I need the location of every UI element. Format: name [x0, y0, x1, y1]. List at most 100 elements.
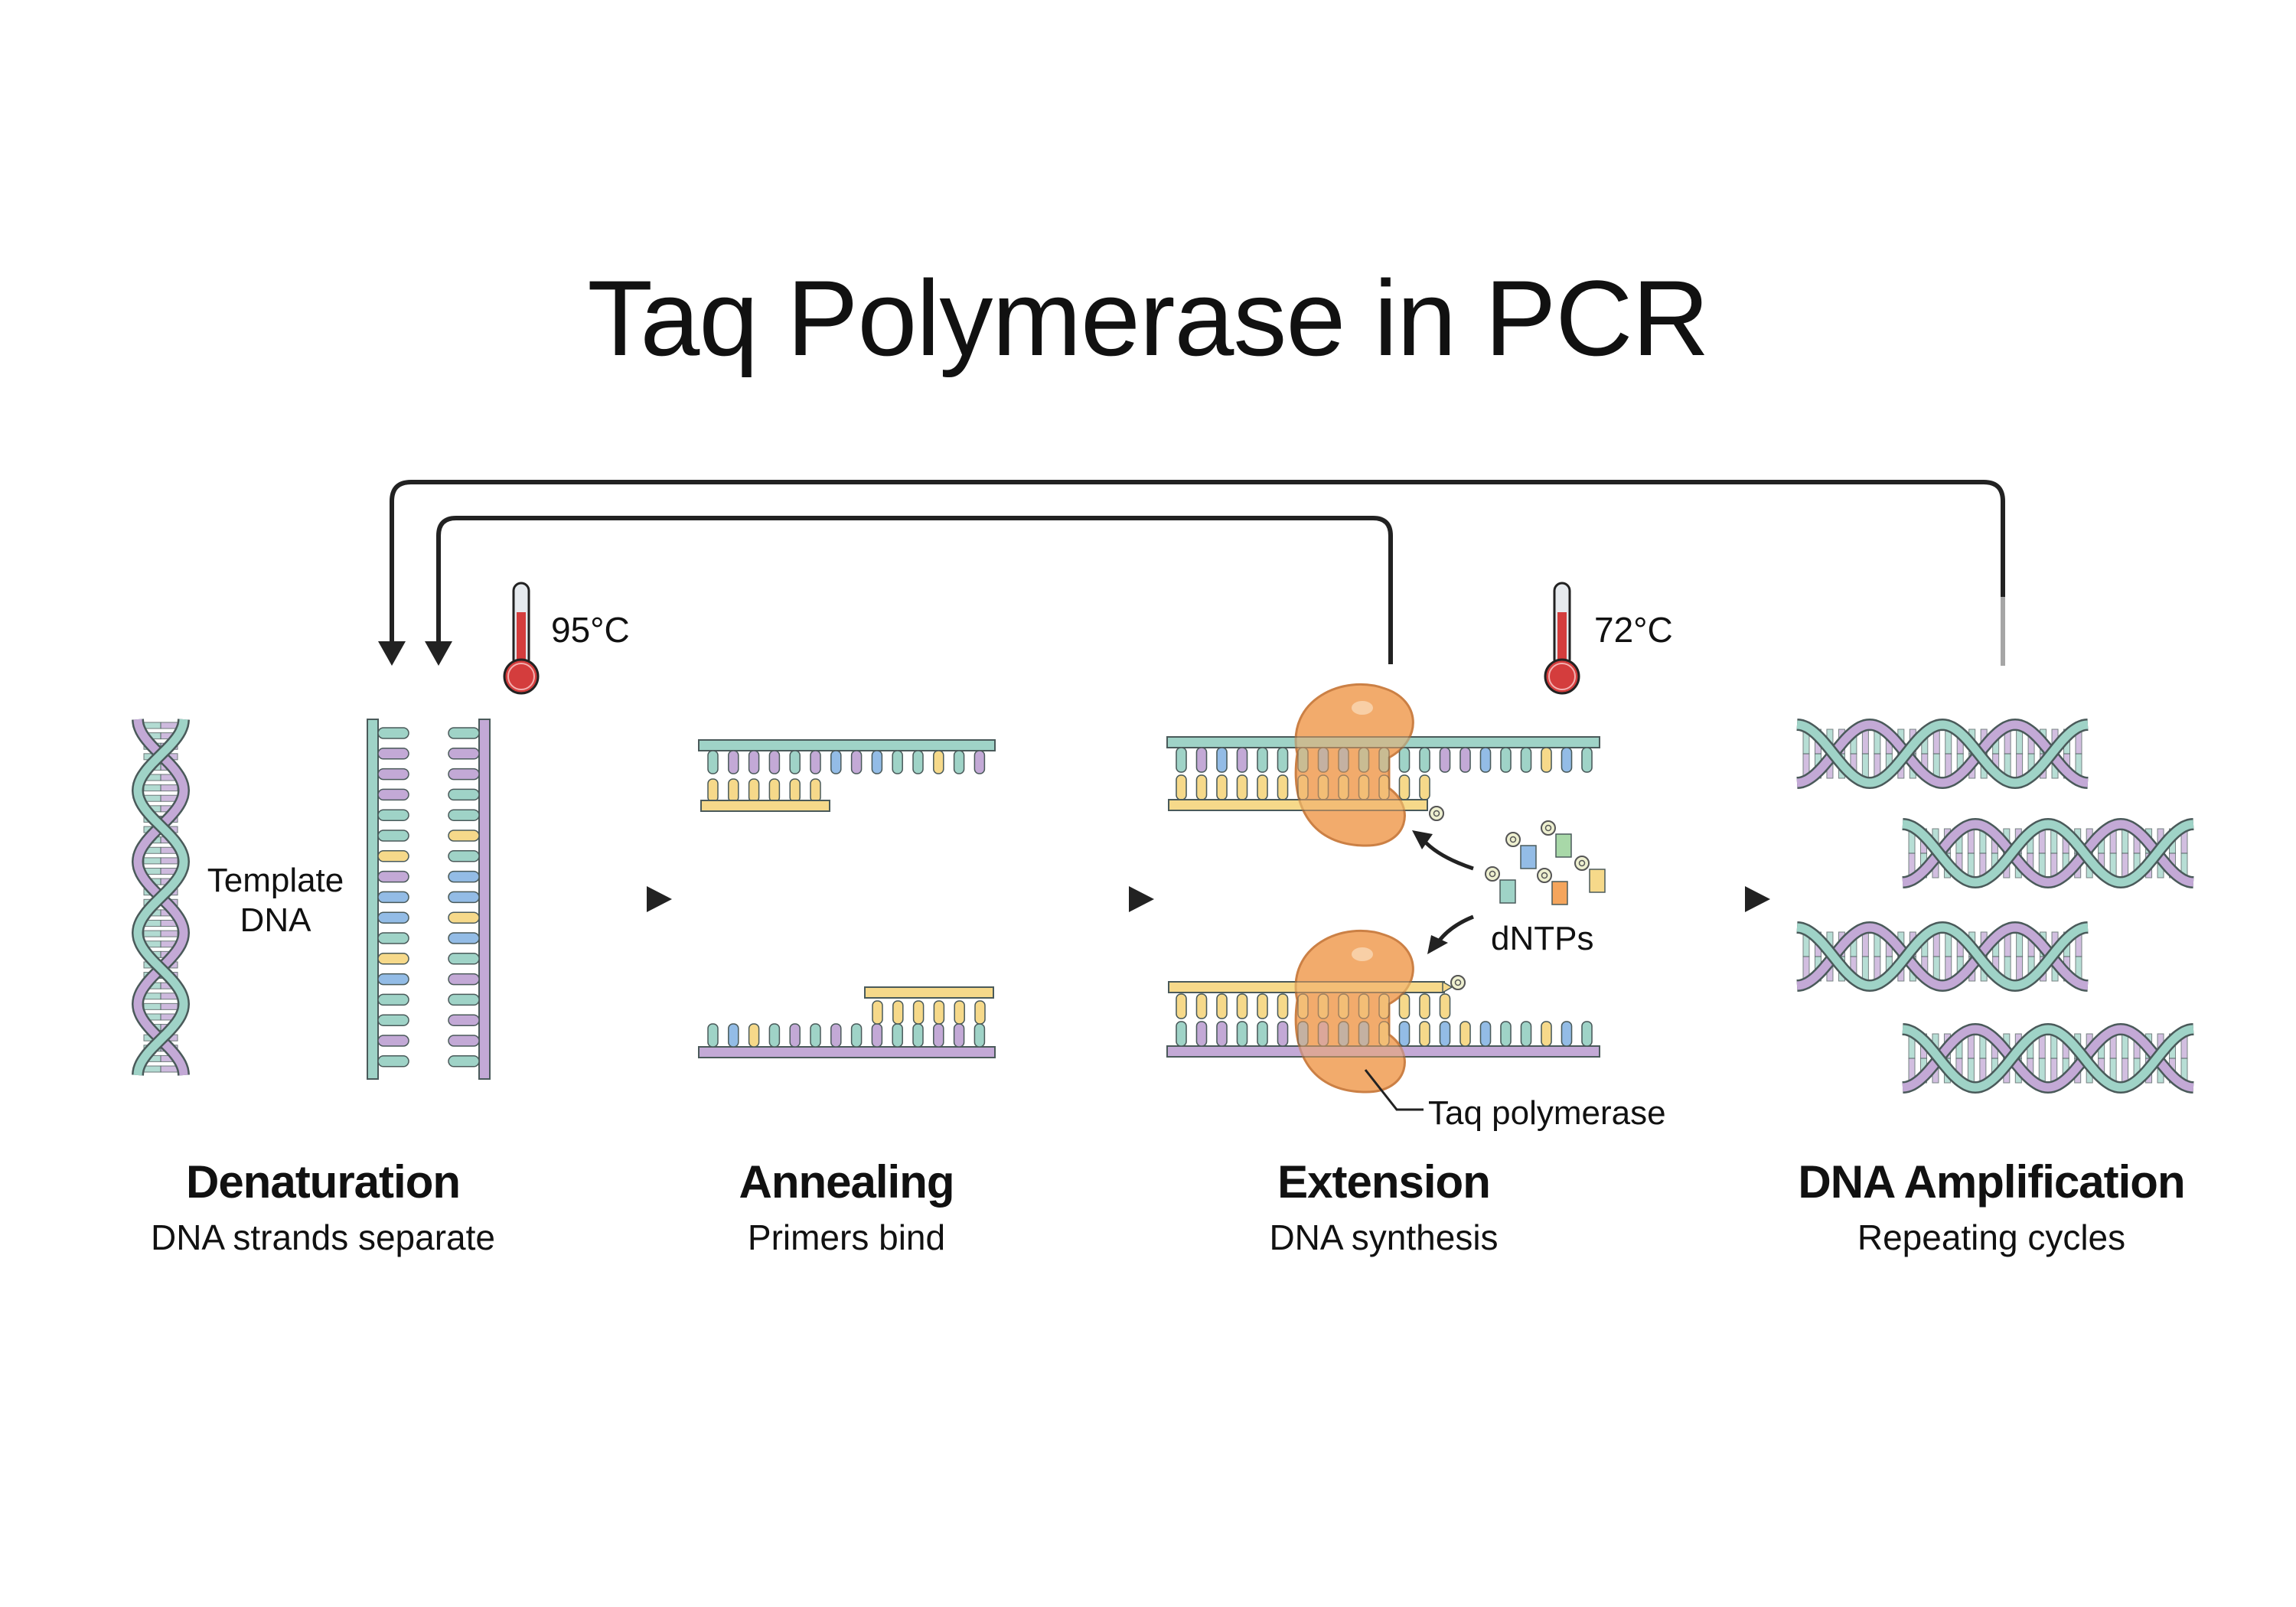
base	[1338, 747, 1349, 773]
page-title: Taq Polymerase in PCR	[587, 258, 1709, 378]
base	[1317, 993, 1329, 1019]
annealing-strands	[698, 739, 996, 1058]
base	[377, 1014, 409, 1026]
base	[872, 1000, 883, 1025]
amplified-dna-helices	[1796, 718, 2194, 1094]
purple-template-strand	[698, 1046, 996, 1058]
base	[974, 1023, 986, 1048]
taq-polymerase-leader	[1364, 1069, 1424, 1111]
cycle-return-arrow-outer	[378, 480, 2007, 670]
step-title-denaturation: Denaturation	[185, 1156, 461, 1208]
base	[1236, 747, 1248, 773]
base	[1317, 774, 1329, 800]
base	[892, 750, 903, 774]
base	[377, 727, 409, 739]
base	[377, 993, 409, 1006]
base	[448, 973, 480, 986]
base	[830, 750, 842, 774]
base	[1277, 1021, 1289, 1047]
base	[1195, 1021, 1208, 1047]
base	[1195, 774, 1208, 800]
base	[377, 809, 409, 821]
base-pair	[160, 930, 178, 937]
base	[1459, 1021, 1471, 1047]
base	[1176, 1021, 1187, 1047]
base	[1561, 1021, 1573, 1047]
base	[1277, 747, 1289, 773]
base	[953, 1023, 965, 1048]
base	[810, 1023, 821, 1048]
base-pair	[2122, 828, 2129, 854]
template-dna-label-line2: DNA	[240, 901, 311, 939]
base	[1195, 747, 1208, 773]
base	[1500, 1021, 1512, 1047]
denaturation-temperature: 95°C	[551, 610, 630, 650]
base	[448, 748, 480, 760]
base	[1277, 747, 1289, 773]
base	[1561, 1021, 1573, 1047]
base	[377, 891, 409, 904]
base-pair	[143, 857, 161, 865]
base	[768, 750, 781, 774]
base	[728, 1023, 739, 1048]
base	[1541, 747, 1552, 773]
taq-polymerase-label: Taq polymerase	[1428, 1094, 1666, 1132]
base	[1277, 774, 1289, 800]
base-pair	[160, 1065, 178, 1073]
teal-backbone	[1796, 720, 2089, 787]
base-pair	[1967, 828, 1975, 854]
dntp-arrow-down	[1427, 914, 1474, 954]
base	[377, 870, 409, 883]
base	[1419, 747, 1430, 773]
phosphate	[1429, 806, 1444, 821]
base	[377, 788, 409, 801]
arrow-right-icon	[1010, 886, 1154, 912]
base	[1581, 1021, 1593, 1047]
step-subtitle-annealing: Primers bind	[747, 1217, 946, 1257]
base	[448, 911, 480, 924]
base-pair	[1967, 852, 1975, 878]
base	[1520, 747, 1532, 773]
taq-polymerase	[1294, 929, 1414, 1094]
base-pair	[1967, 1033, 1975, 1059]
base	[1216, 774, 1228, 800]
base	[748, 1023, 760, 1048]
base	[1195, 993, 1208, 1019]
base	[1479, 1021, 1492, 1047]
base-pair	[2122, 1033, 2129, 1059]
base	[1439, 1021, 1451, 1047]
base	[1398, 1021, 1411, 1047]
teal-template-strand	[1166, 736, 1600, 748]
base	[377, 1055, 409, 1068]
teal-backbone	[367, 719, 379, 1080]
base	[1257, 993, 1268, 1019]
base	[1378, 1021, 1390, 1047]
dntp-arrow-up	[1412, 830, 1474, 871]
base	[1520, 1021, 1532, 1047]
phosphate	[1537, 868, 1552, 883]
new-strand	[1168, 981, 1445, 993]
base	[728, 750, 739, 774]
base	[1257, 774, 1268, 800]
base	[1236, 993, 1248, 1019]
base-pair	[1861, 956, 1869, 982]
base	[377, 953, 409, 965]
base	[448, 768, 480, 781]
base	[1257, 993, 1268, 1019]
base	[448, 1055, 480, 1068]
base	[892, 1000, 904, 1025]
base	[1338, 774, 1349, 800]
purple-backbone	[1902, 1025, 2194, 1092]
base-pair	[2122, 852, 2129, 878]
dntp-cluster	[1485, 820, 1606, 905]
base	[448, 788, 480, 801]
base	[1358, 747, 1370, 773]
base	[1317, 1021, 1329, 1047]
base	[448, 1014, 480, 1026]
purple-backbone	[1796, 923, 2089, 990]
base	[850, 750, 863, 774]
base	[1236, 1021, 1248, 1047]
base	[933, 1023, 944, 1048]
base	[1500, 1021, 1512, 1047]
